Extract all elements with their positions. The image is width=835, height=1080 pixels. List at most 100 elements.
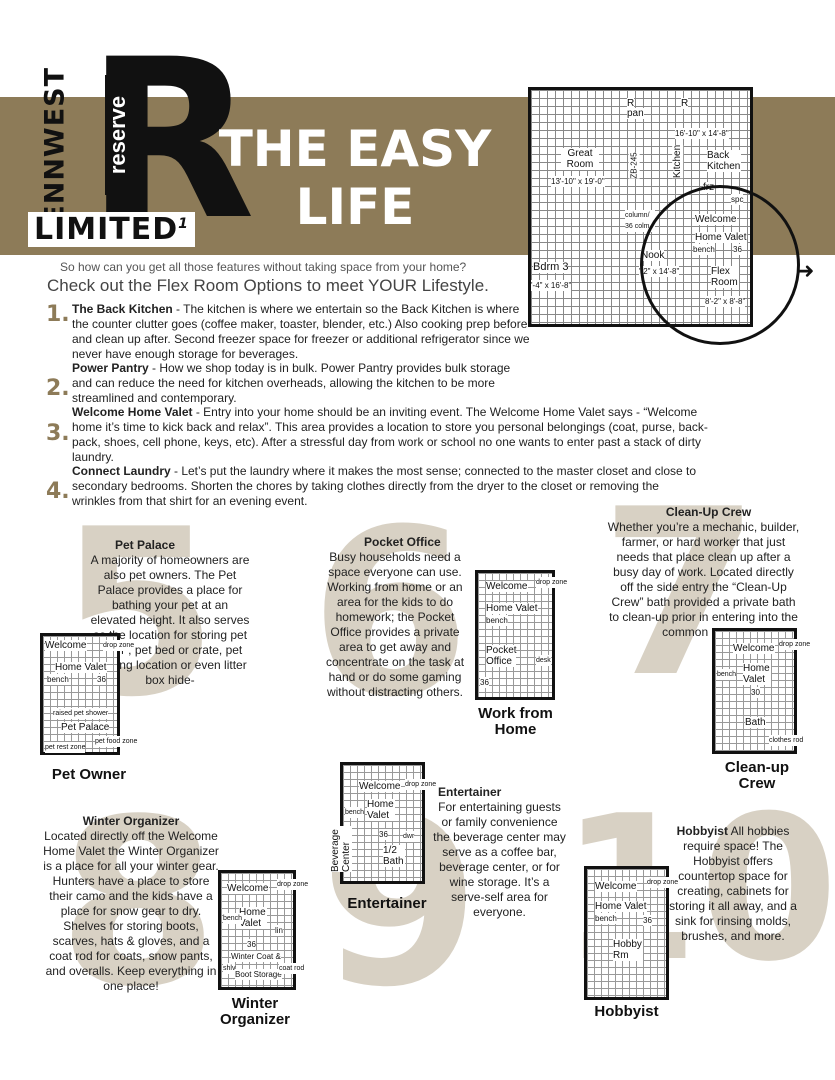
feature-number: 4.: [46, 479, 70, 504]
option-caption: Pet Owner: [51, 766, 127, 783]
plan-label: Welcome: [595, 881, 637, 892]
option-title: Pocket Office: [364, 535, 441, 549]
plan-label: Home Valet: [367, 799, 395, 821]
plan-label: bench: [47, 674, 69, 685]
zoom-circle: [640, 185, 800, 345]
option-winter-organizer: Winter Organizer Located directly off th…: [40, 814, 222, 994]
logo-superscript: 1: [178, 216, 189, 232]
feature-item: Welcome Home Valet - Entry into your hom…: [72, 405, 712, 465]
plan-label: pet rest zone: [45, 742, 86, 753]
entertainer-plan: Welcome drop zone Home Valet bench dwr 1…: [340, 762, 437, 884]
plan-label: Hobby Rm: [613, 939, 643, 961]
feature-item: Connect Laundry - Let’s put the laundry …: [72, 464, 702, 509]
plan-label: Bdrm 3: [533, 261, 569, 273]
plan-label: Great Room: [561, 148, 599, 170]
option-text: For entertaining guests or family conven…: [433, 800, 566, 919]
plan-label: ZB-245: [628, 152, 640, 179]
option-text: Busy households need a space everyone ca…: [325, 550, 465, 699]
option-number-6: 6: [310, 481, 471, 748]
plan-label: 1/2 Bath: [383, 845, 405, 867]
arrow-right-icon: ➜: [796, 258, 815, 283]
plan-label: Home Valet: [239, 907, 267, 929]
pocket-office-plan: Welcome drop zone Home Valet bench Pocke…: [475, 570, 568, 700]
plan-label: bench: [595, 913, 617, 924]
beverage-center-label: Beverage Center: [330, 826, 352, 872]
option-text: Located directly off the Welcome Home Va…: [43, 829, 219, 993]
plan-label: Bath: [745, 717, 766, 728]
feature-number: 2.: [46, 376, 70, 401]
plan-label: 36: [643, 915, 652, 926]
plan-label: dwr: [403, 831, 415, 842]
plan-label: Home Valet: [55, 662, 107, 673]
plan-label: Welcome: [45, 640, 87, 651]
title-line-1: THE EASY: [218, 120, 492, 178]
plan-label: Kitchen: [672, 144, 684, 179]
pet-palace-plan: Welcome drop zone Home Valet bench 36 ra…: [40, 633, 138, 755]
feature-name: Power Pantry: [72, 361, 149, 375]
option-caption: Entertainer: [347, 895, 427, 912]
plan-label: bench: [345, 807, 365, 818]
plan-label: Winter Coat &: [231, 951, 281, 962]
option-hobbyist: Hobbyist All hobbies require space! The …: [668, 824, 798, 944]
option-number-8: 8: [58, 771, 219, 1038]
plan-label: Home Valet: [486, 603, 538, 614]
plan-label: 36: [379, 829, 388, 840]
plan-label: 36: [247, 939, 256, 950]
plan-label: Boot Storage: [235, 969, 282, 980]
option-pet-palace: Pet Palace A majority of homeowners are …: [40, 538, 250, 688]
option-title: Pet Palace: [114, 538, 176, 552]
plan-label: Welcome: [486, 581, 528, 592]
option-caption: Clean-up Crew: [724, 759, 790, 792]
feature-number: 1.: [46, 302, 70, 327]
feature-text: - How we shop today is in bulk. Power Pa…: [72, 361, 511, 405]
option-title: Entertainer: [438, 785, 502, 799]
feature-name: Connect Laundry: [72, 464, 171, 478]
page-title: THE EASY LIFE: [215, 120, 495, 236]
logo-reserve: reserve: [105, 75, 131, 195]
option-caption: Hobbyist: [594, 1003, 659, 1020]
plan-label: bench: [223, 913, 243, 924]
plan-label: drop zone: [536, 577, 568, 588]
plan-label: R: [681, 98, 689, 109]
plan-label: desk: [536, 655, 551, 666]
plan-label: drop zone: [647, 877, 679, 888]
plan-label: R: [627, 98, 635, 109]
clean-up-crew-plan: Welcome drop zone Home Valet 30 bench Ba…: [712, 628, 811, 754]
title-line-2: LIFE: [295, 178, 415, 236]
feature-name: Welcome Home Valet: [72, 405, 193, 419]
pennwest-reserve-limited-logo: R PENNWEST reserve LIMITED1: [28, 30, 255, 252]
option-title: Clean-Up Crew: [665, 505, 752, 519]
plan-label: pet food zone: [95, 736, 138, 747]
option-title: Winter Organizer: [82, 814, 180, 828]
plan-label: 13'-10" x 19'-0": [551, 176, 605, 187]
plan-label: drop zone: [779, 639, 811, 650]
plan-label: Home Valet: [595, 901, 647, 912]
plan-label: Welcome: [227, 883, 269, 894]
plan-label: 16'-10" x 14'-8": [675, 128, 729, 139]
feature-name: The Back Kitchen: [72, 302, 173, 316]
feature-text: - Let’s put the laundry where it makes t…: [72, 464, 697, 508]
logo-limited: LIMITED1: [28, 212, 195, 247]
plan-label: Home Valet: [743, 663, 771, 685]
feature-item: Power Pantry - How we shop today is in b…: [72, 361, 532, 406]
option-text: A majority of homeowners are also pet ow…: [90, 553, 250, 687]
plan-label: drop zone: [277, 879, 309, 890]
plan-label: 36: [97, 674, 106, 685]
plan-label: drop zone: [405, 779, 437, 790]
winter-organizer-plan: Welcome drop zone Home Valet bench lin 3…: [218, 870, 309, 990]
plan-label: shlv: [223, 963, 236, 974]
plan-label: clothes rod: [769, 735, 804, 746]
plan-label: 36: [480, 677, 489, 688]
feature-text: - Entry into your home should be an invi…: [72, 405, 708, 464]
option-entertainer: Entertainer For entertaining guests or f…: [432, 785, 567, 920]
intro-question: So how can you get all those features wi…: [60, 260, 467, 274]
logo-limited-text: LIMITED: [34, 212, 179, 247]
option-text: Whether you’re a mechanic, builder, farm…: [607, 520, 800, 639]
plan-label: lin: [275, 925, 284, 936]
plan-label: raised pet shower: [53, 708, 109, 719]
plan-label: bench: [486, 615, 508, 626]
plan-label: Pet Palace: [61, 722, 110, 733]
plan-label: bench: [717, 669, 737, 680]
plan-label: 30: [751, 687, 760, 698]
plan-label: Welcome: [733, 643, 775, 654]
